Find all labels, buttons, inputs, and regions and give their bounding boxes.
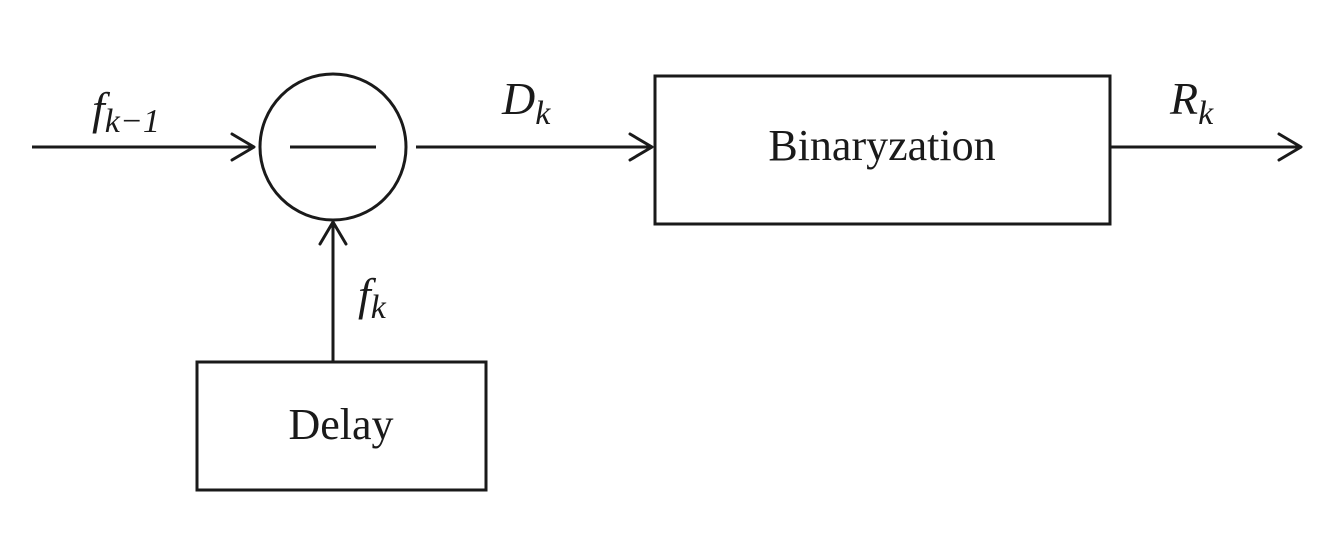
output-signal-label: Rk: [1169, 73, 1214, 132]
output-signal-base: R: [1169, 73, 1198, 124]
subtractor-node: [258, 72, 408, 222]
delay-label: Delay: [288, 400, 393, 449]
binarization-block: Binaryzation: [653, 74, 1112, 226]
feedback-signal-subscript: k: [371, 289, 387, 326]
input-signal-subscript: k−1: [105, 103, 160, 140]
difference-signal-label: Dk: [501, 73, 551, 132]
delay-block: Delay: [195, 360, 488, 492]
input-signal-label: fk−1: [92, 83, 160, 140]
difference-signal-subscript: k: [535, 95, 551, 132]
feedback-signal-label: fk: [358, 269, 387, 326]
output-arrow: [1110, 132, 1303, 162]
input-arrow: [32, 132, 256, 162]
difference-signal-base: D: [501, 73, 535, 124]
difference-arrow: [416, 132, 654, 162]
feedback-arrow: [318, 220, 348, 362]
binarization-label: Binaryzation: [768, 121, 995, 170]
output-signal-subscript: k: [1198, 95, 1214, 132]
